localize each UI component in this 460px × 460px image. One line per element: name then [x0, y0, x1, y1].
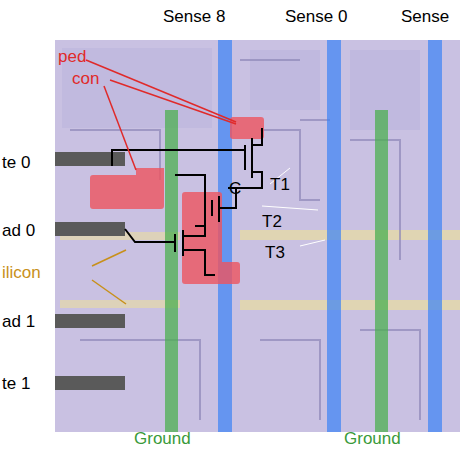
- capacitor-label: C: [229, 180, 241, 199]
- signal-label: te 0: [2, 154, 30, 173]
- transistor-label: T1: [270, 176, 290, 195]
- signal-label: ad 0: [2, 222, 35, 241]
- signal-label: Sense: [401, 8, 449, 27]
- ground-label: Ground: [134, 430, 191, 449]
- material-label: ilicon: [2, 264, 41, 283]
- material-label: con: [72, 70, 99, 89]
- transistor-label: T3: [265, 244, 285, 263]
- signal-label: te 1: [2, 375, 30, 394]
- signal-label: ad 1: [2, 313, 35, 332]
- transistor-label: T2: [262, 213, 282, 232]
- signal-label: Sense 8: [163, 8, 225, 27]
- material-label: ped: [58, 48, 86, 67]
- signal-label: Sense 0: [285, 8, 347, 27]
- ground-label: Ground: [344, 430, 401, 449]
